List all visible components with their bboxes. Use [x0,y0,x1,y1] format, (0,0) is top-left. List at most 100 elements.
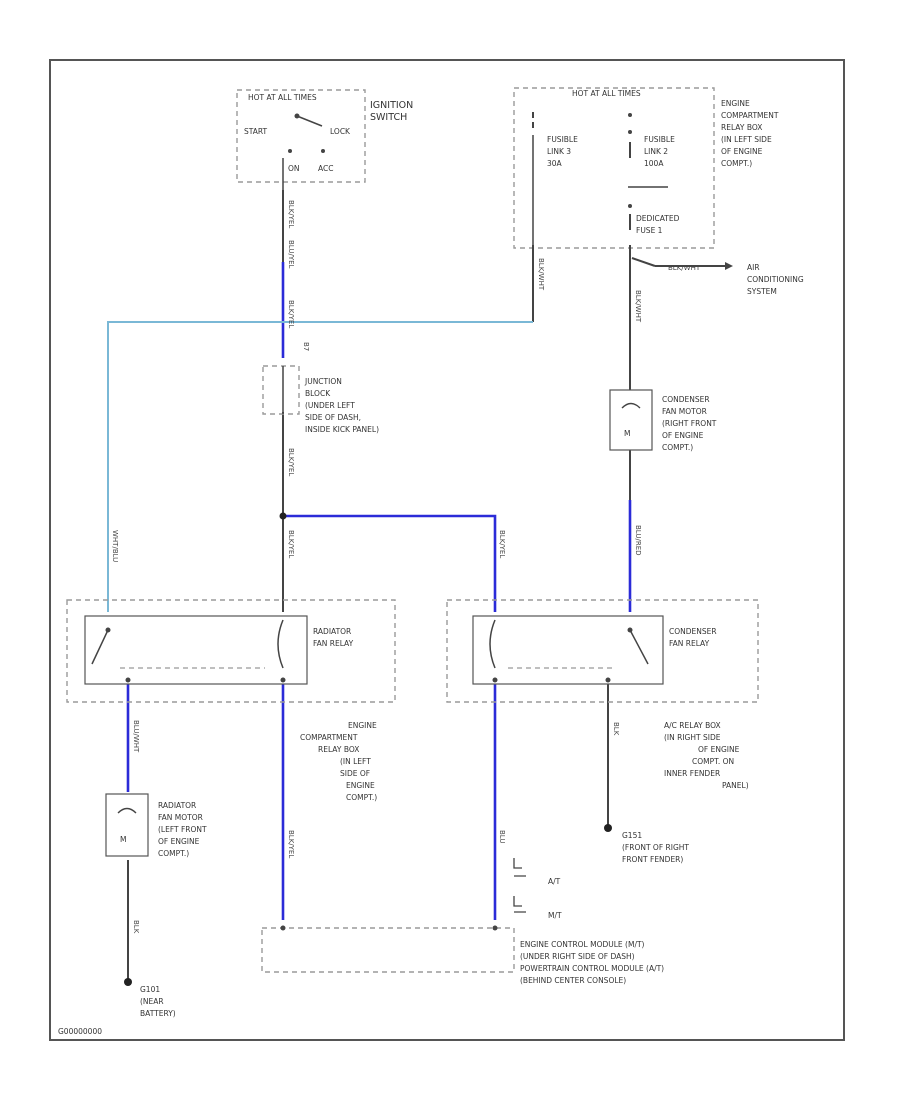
wire-label-feed: BLU/YEL [287,240,295,269]
wire-label-cond-motor-out: BLU/RED [634,525,642,556]
cond-motor-label-3: (RIGHT FRONT [662,419,717,428]
cond-relay-feed-wire [283,514,497,612]
radiator-fan-relay [66,599,396,703]
rad-relay-loc-1: ENGINE [348,721,377,730]
rad-relay-label-1: RADIATOR [313,627,351,636]
svg-text:ON: ON [288,164,300,173]
ac-label-1: AIR [747,263,760,272]
module-line-2: (UNDER RIGHT SIDE OF DASH) [520,952,635,961]
variant-mt: M/T [513,896,562,920]
ac-label-2: CONDITIONING [747,275,804,284]
cond-motor-label-2: FAN MOTOR [662,407,707,416]
svg-text:M: M [120,835,126,844]
cond-relay-loc-5: INNER FENDER [664,769,720,778]
rad-relay-loc-3: RELAY BOX [318,745,359,754]
fusebox-label-5: OF ENGINE [721,147,763,156]
svg-text:30A: 30A [547,159,563,168]
module-line-3: POWERTRAIN CONTROL MODULE (A/T) [520,964,664,973]
fusebox-label-6: COMPT.) [721,159,752,168]
svg-text:LINK 3: LINK 3 [547,147,571,156]
rad-relay-loc-2: COMPARTMENT [300,733,358,742]
svg-text:B7: B7 [302,342,310,351]
splice-dot-icon [279,512,287,520]
ignition-label-1: IGNITION [370,100,413,111]
svg-text:FUSE 1: FUSE 1 [636,226,663,235]
condenser-fan-motor: M [609,389,653,451]
svg-text:HOT AT ALL TIMES: HOT AT ALL TIMES [248,93,317,102]
ground-g101-id: G101 [140,985,160,994]
wire-label-fuse1-out: BLK/WHT [537,258,545,291]
cond-relay-loc-2: (IN RIGHT SIDE [664,733,721,742]
wire-label-rad-gnd: BLK [132,920,140,934]
rad-relay-label-2: FAN RELAY [313,639,354,648]
wire-label-cond-relay-in: BLK/YEL [498,530,506,558]
svg-text:A/T: A/T [548,877,561,886]
svg-text:M: M [624,429,630,438]
rad-motor-label-3: (LEFT FRONT [158,825,207,834]
junction-block: B7 [262,342,310,415]
wire-label-rad-relay-in: BLK/YEL [287,530,295,558]
svg-text:M/T: M/T [548,911,562,920]
light-blue-feed-wire [107,321,533,612]
ground-g151-label-1: (FRONT OF RIGHT [622,843,689,852]
ac-branch-wire-color: BLK/WHT [668,264,701,272]
fusebox-label-2: COMPARTMENT [721,111,779,120]
module-line-4: (BEHIND CENTER CONSOLE) [520,976,626,985]
wire-label-ecm-left: BLK/YEL [287,830,295,858]
rad-relay-loc-5: SIDE OF [340,769,370,778]
jb-label-2: BLOCK [305,389,331,398]
jb-label-5: INSIDE KICK PANEL) [305,425,379,434]
wire-label-rad-motor-in: BLU/WHT [132,720,140,753]
wire-label-fuse3-out: BLK/WHT [634,290,642,323]
svg-text:FUSIBLE: FUSIBLE [644,135,675,144]
jb-label-3: (UNDER LEFT [305,401,355,410]
wire-label-ign-mid: BLK/YEL [287,300,295,328]
fusebox-label-4: (IN LEFT SIDE [721,135,772,144]
rad-motor-label-2: FAN MOTOR [158,813,203,822]
footer-code: G00000000 [58,1027,102,1036]
svg-text:ACC: ACC [318,164,333,173]
rad-relay-loc-6: ENGINE [346,781,375,790]
svg-text:LINK 2: LINK 2 [644,147,668,156]
svg-text:LOCK: LOCK [330,127,351,136]
cond-motor-label-1: CONDENSER [662,395,710,404]
svg-text:START: START [244,127,268,136]
ignition-label-2: SWITCH [370,112,407,123]
ground-g151-icon [604,824,612,832]
cond-motor-label-4: OF ENGINE [662,431,704,440]
cond-motor-label-5: COMPT.) [662,443,693,452]
rad-relay-loc-7: COMPT.) [346,793,377,802]
svg-text:HOT AT ALL TIMES: HOT AT ALL TIMES [572,89,641,98]
fusebox-label-1: ENGINE [721,99,750,108]
svg-text:FUSIBLE: FUSIBLE [547,135,578,144]
cond-relay-loc-6: PANEL) [722,781,749,790]
svg-text:DEDICATED: DEDICATED [636,214,680,223]
svg-text:100A: 100A [644,159,664,168]
control-module [261,925,515,973]
fusebox-label-3: RELAY BOX [721,123,762,132]
variant-at: A/T [513,858,561,886]
cond-relay-loc-1: A/C RELAY BOX [664,721,721,730]
wire-label-rad-relay-feed: WHT/BLU [111,530,119,562]
wire-label-jb-out: BLK/YEL [287,448,295,476]
ac-arrow-icon [725,262,733,270]
ground-g151-label-2: FRONT FENDER) [622,855,683,864]
ignition-switch: HOT AT ALL TIMES START LOCK ON ACC [236,89,366,190]
rad-motor-label-5: COMPT.) [158,849,189,858]
ac-label-3: SYSTEM [747,287,777,296]
condenser-fan-relay [446,599,759,703]
diagram-frame [49,59,845,1041]
cond-relay-label-1: CONDENSER [669,627,717,636]
cond-relay-loc-4: COMPT. ON [692,757,734,766]
ground-g101-label-1: (NEAR [140,997,164,1006]
wire-label-cond-gnd: BLK [612,722,620,736]
radiator-fan-motor: M [105,793,149,857]
rad-motor-label-1: RADIATOR [158,801,196,810]
ground-g101-label-2: BATTERY) [140,1009,176,1018]
ac-branch-wire [631,257,656,267]
rad-relay-loc-4: (IN LEFT [340,757,371,766]
jb-label-1: JUNCTION [304,377,342,386]
cond-relay-label-2: FAN RELAY [669,639,710,648]
ground-g151-id: G151 [622,831,642,840]
